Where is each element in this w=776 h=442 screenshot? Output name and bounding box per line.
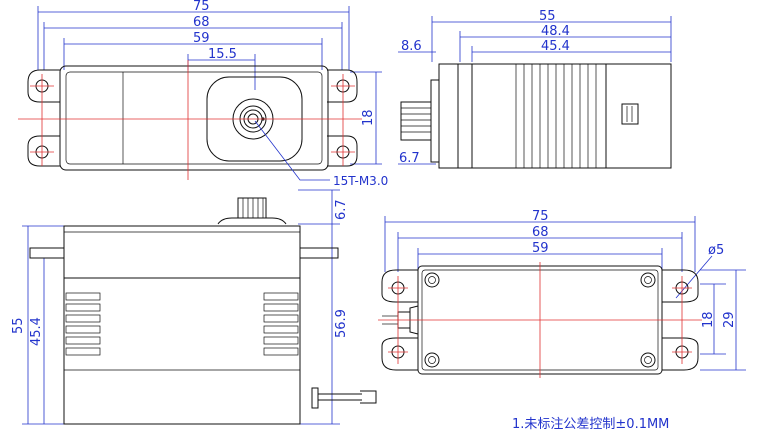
top-view-body bbox=[27, 65, 358, 171]
tolerance-note: 1.未标注公差控制±0.1MM bbox=[512, 417, 669, 432]
front-view: 6.7 55 45.4 56.9 bbox=[11, 189, 377, 425]
front-dim-45-4: 45.4 bbox=[29, 317, 44, 346]
spline-callout-label: 15T-M3.0 bbox=[333, 174, 388, 188]
bottom-dim-18: 18 bbox=[701, 311, 716, 328]
side-view: 55 48.4 45.4 8.6 6.7 bbox=[398, 9, 672, 169]
side-dim-55: 55 bbox=[539, 9, 556, 24]
bottom-view: 75 68 59 ø5 18 29 bbox=[378, 209, 746, 378]
top-view: 75 68 59 15.5 18 bbox=[18, 0, 388, 188]
top-dim-75: 75 bbox=[193, 0, 210, 14]
top-dim-59: 59 bbox=[193, 31, 210, 46]
bottom-dim-phi5: ø5 bbox=[708, 243, 724, 258]
front-dim-55: 55 bbox=[11, 317, 26, 334]
front-dim-6-7: 6.7 bbox=[334, 199, 349, 220]
side-dim-8-6: 8.6 bbox=[401, 39, 422, 54]
bottom-dim-29: 29 bbox=[722, 311, 737, 328]
bottom-dim-75: 75 bbox=[532, 209, 549, 224]
front-view-dimension-lines bbox=[22, 189, 340, 425]
bottom-view-centerlines bbox=[378, 262, 702, 378]
side-dim-48-4: 48.4 bbox=[541, 24, 570, 39]
bottom-view-dimension-lines bbox=[384, 216, 746, 371]
front-view-body bbox=[29, 197, 377, 425]
top-view-centerlines bbox=[18, 60, 362, 180]
top-dim-68: 68 bbox=[193, 15, 210, 30]
side-view-body bbox=[400, 63, 672, 169]
bottom-dim-59: 59 bbox=[532, 241, 549, 256]
spline-callout-leader bbox=[254, 120, 330, 181]
top-view-dimension-lines bbox=[37, 6, 382, 165]
side-view-dimension-lines bbox=[398, 16, 672, 165]
side-dim-6-7: 6.7 bbox=[399, 151, 420, 166]
top-dim-15-5: 15.5 bbox=[208, 47, 237, 62]
side-dim-45-4: 45.4 bbox=[541, 39, 570, 54]
front-dim-56-9: 56.9 bbox=[334, 309, 349, 338]
top-dim-18: 18 bbox=[361, 109, 376, 126]
bottom-dim-68: 68 bbox=[532, 225, 549, 240]
